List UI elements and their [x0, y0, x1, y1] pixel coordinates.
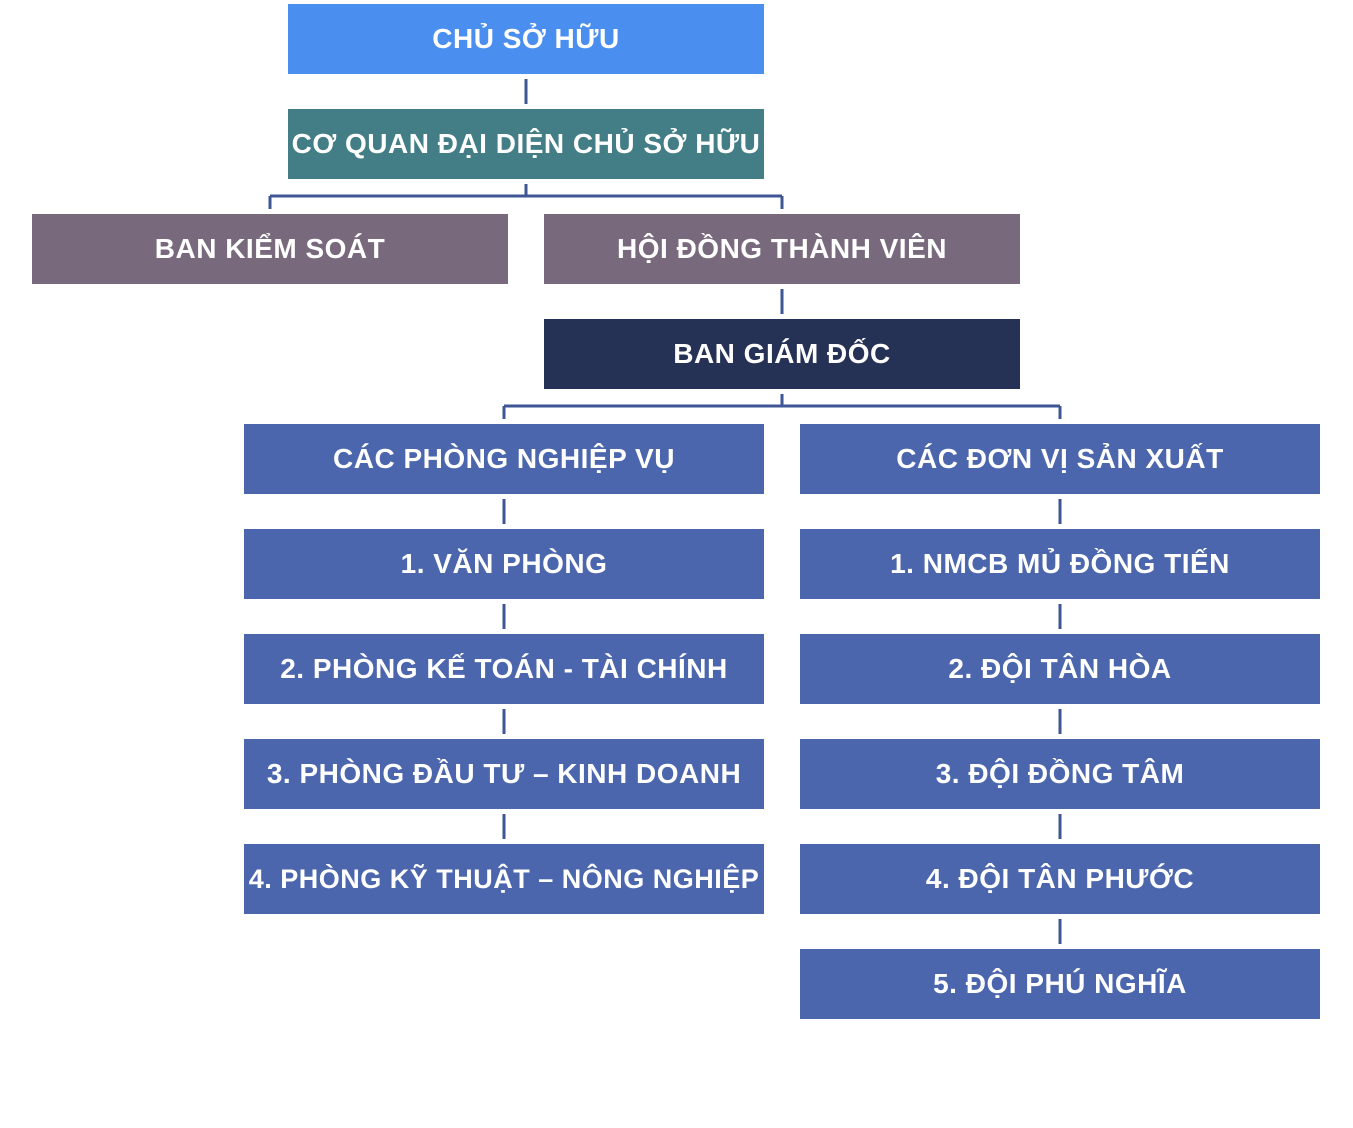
- unit-item: 2. ĐỘI TÂN HÒA: [800, 634, 1320, 704]
- board-of-directors-label: BAN GIÁM ĐỐC: [673, 338, 891, 369]
- unit-item: 4. ĐỘI TÂN PHƯỚC: [800, 844, 1320, 914]
- units-header-box: CÁC ĐƠN VỊ SẢN XUẤT: [800, 424, 1320, 494]
- unit-item-label: 2. ĐỘI TÂN HÒA: [948, 653, 1172, 684]
- representative-label: CƠ QUAN ĐẠI DIỆN CHỦ SỞ HỮU: [291, 128, 761, 159]
- department-item: 2. PHÒNG KẾ TOÁN - TÀI CHÍNH: [244, 634, 764, 704]
- units-header-label: CÁC ĐƠN VỊ SẢN XUẤT: [896, 443, 1224, 474]
- unit-item: 1. NMCB MỦ ĐỒNG TIẾN: [800, 529, 1320, 599]
- unit-item-label: 5. ĐỘI PHÚ NGHĨA: [933, 968, 1187, 999]
- members-council-box: HỘI ĐỒNG THÀNH VIÊN: [544, 214, 1020, 284]
- department-item: 1. VĂN PHÒNG: [244, 529, 764, 599]
- department-item-label: 4. PHÒNG KỸ THUẬT – NÔNG NGHIỆP: [248, 863, 760, 894]
- department-item: 4. PHÒNG KỸ THUẬT – NÔNG NGHIỆP: [244, 844, 764, 914]
- supervisory-board-box: BAN KIỂM SOÁT: [32, 214, 508, 284]
- unit-item-label: 3. ĐỘI ĐỒNG TÂM: [935, 758, 1185, 789]
- representative-box: CƠ QUAN ĐẠI DIỆN CHỦ SỞ HỮU: [288, 109, 764, 179]
- owner-label: CHỦ SỞ HỮU: [432, 23, 620, 54]
- departments-header-label: CÁC PHÒNG NGHIỆP VỤ: [333, 443, 675, 474]
- department-item: 3. PHÒNG ĐẦU TƯ – KINH DOANH: [244, 739, 764, 809]
- owner-box: CHỦ SỞ HỮU: [288, 4, 764, 74]
- unit-item-label: 4. ĐỘI TÂN PHƯỚC: [925, 863, 1195, 894]
- supervisory-board-label: BAN KIỂM SOÁT: [154, 233, 386, 264]
- department-item-label: 2. PHÒNG KẾ TOÁN - TÀI CHÍNH: [280, 653, 728, 684]
- department-item-label: 1. VĂN PHÒNG: [400, 548, 608, 579]
- members-council-label: HỘI ĐỒNG THÀNH VIÊN: [617, 233, 947, 264]
- department-item-label: 3. PHÒNG ĐẦU TƯ – KINH DOANH: [266, 758, 742, 789]
- unit-item: 3. ĐỘI ĐỒNG TÂM: [800, 739, 1320, 809]
- board-of-directors-box: BAN GIÁM ĐỐC: [544, 319, 1020, 389]
- departments-header-box: CÁC PHÒNG NGHIỆP VỤ: [244, 424, 764, 494]
- unit-item: 5. ĐỘI PHÚ NGHĨA: [800, 949, 1320, 1019]
- unit-item-label: 1. NMCB MỦ ĐỒNG TIẾN: [890, 548, 1230, 579]
